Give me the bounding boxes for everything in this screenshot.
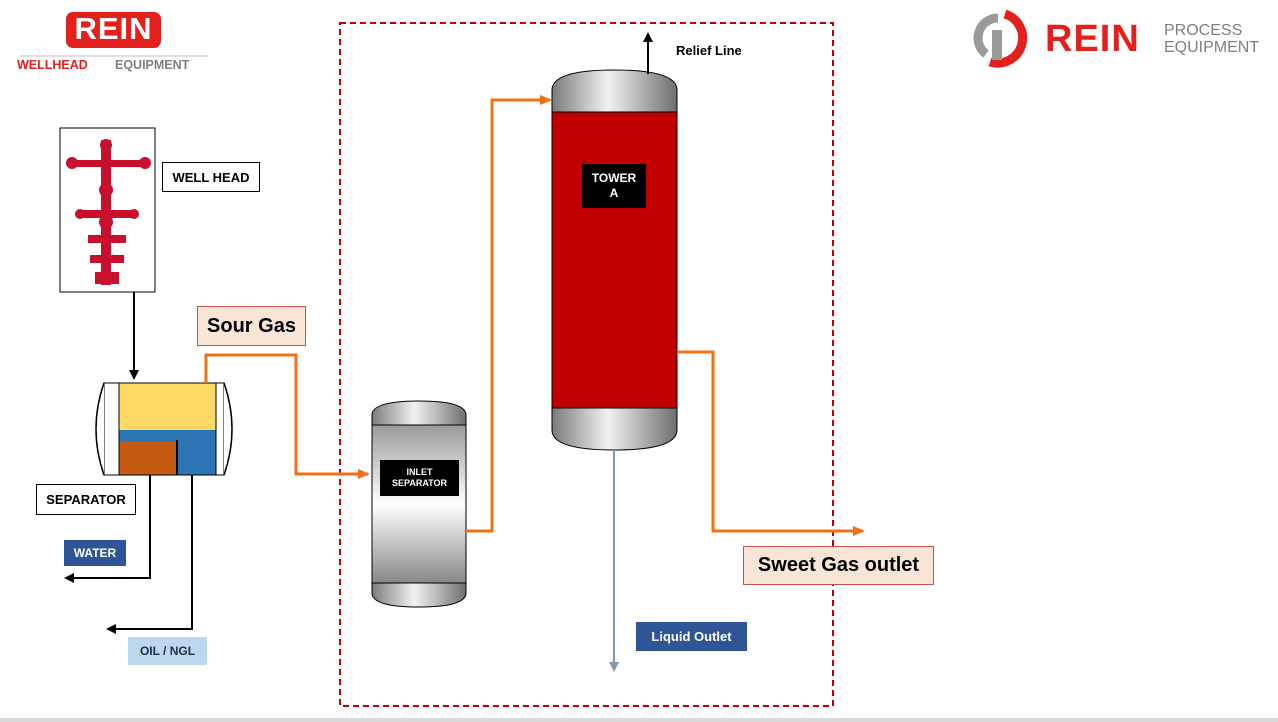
inlet-separator-vessel	[371, 400, 467, 608]
sour-gas-label: Sour Gas	[197, 306, 306, 346]
oil-outlet-line	[106, 475, 193, 634]
separator-label: SEPARATOR	[36, 484, 136, 515]
water-label: WATER	[64, 540, 126, 566]
right-logo-sub-1: PROCESS	[1164, 22, 1243, 39]
inlet-to-tower-line	[466, 95, 552, 533]
sweet-gas-outlet-label: Sweet Gas outlet	[743, 546, 934, 585]
rein-process-logo	[973, 9, 1028, 68]
left-logo-sub-2: EQUIPMENT	[115, 58, 190, 72]
sour-gas-line	[204, 353, 370, 479]
footer-bar	[0, 718, 1278, 722]
left-logo-main: REIN	[74, 11, 153, 46]
rein-wellhead-logo	[20, 12, 208, 57]
wellhead-icon	[59, 127, 156, 293]
separator-vessel	[95, 382, 233, 476]
tower-a-label: TOWER A	[582, 164, 646, 208]
liquid-outlet-label: Liquid Outlet	[636, 622, 747, 651]
tower-a-vessel	[551, 69, 678, 451]
process-boundary	[339, 22, 834, 707]
right-logo-sub-2: EQUIPMENT	[1164, 39, 1260, 56]
inlet-separator-label: INLET SEPARATOR	[380, 460, 459, 496]
gas-layer	[119, 383, 216, 430]
water-outlet-line	[64, 475, 151, 583]
left-logo-sub-1: WELLHEAD	[17, 58, 88, 72]
relief-line-label: Relief Line	[676, 42, 742, 58]
oil-ngl-label: OIL / NGL	[128, 637, 207, 665]
oil-layer	[119, 442, 177, 475]
right-logo-main: REIN	[1045, 18, 1140, 60]
well-head-label: WELL HEAD	[162, 162, 260, 192]
sweet-gas-line	[677, 350, 865, 536]
